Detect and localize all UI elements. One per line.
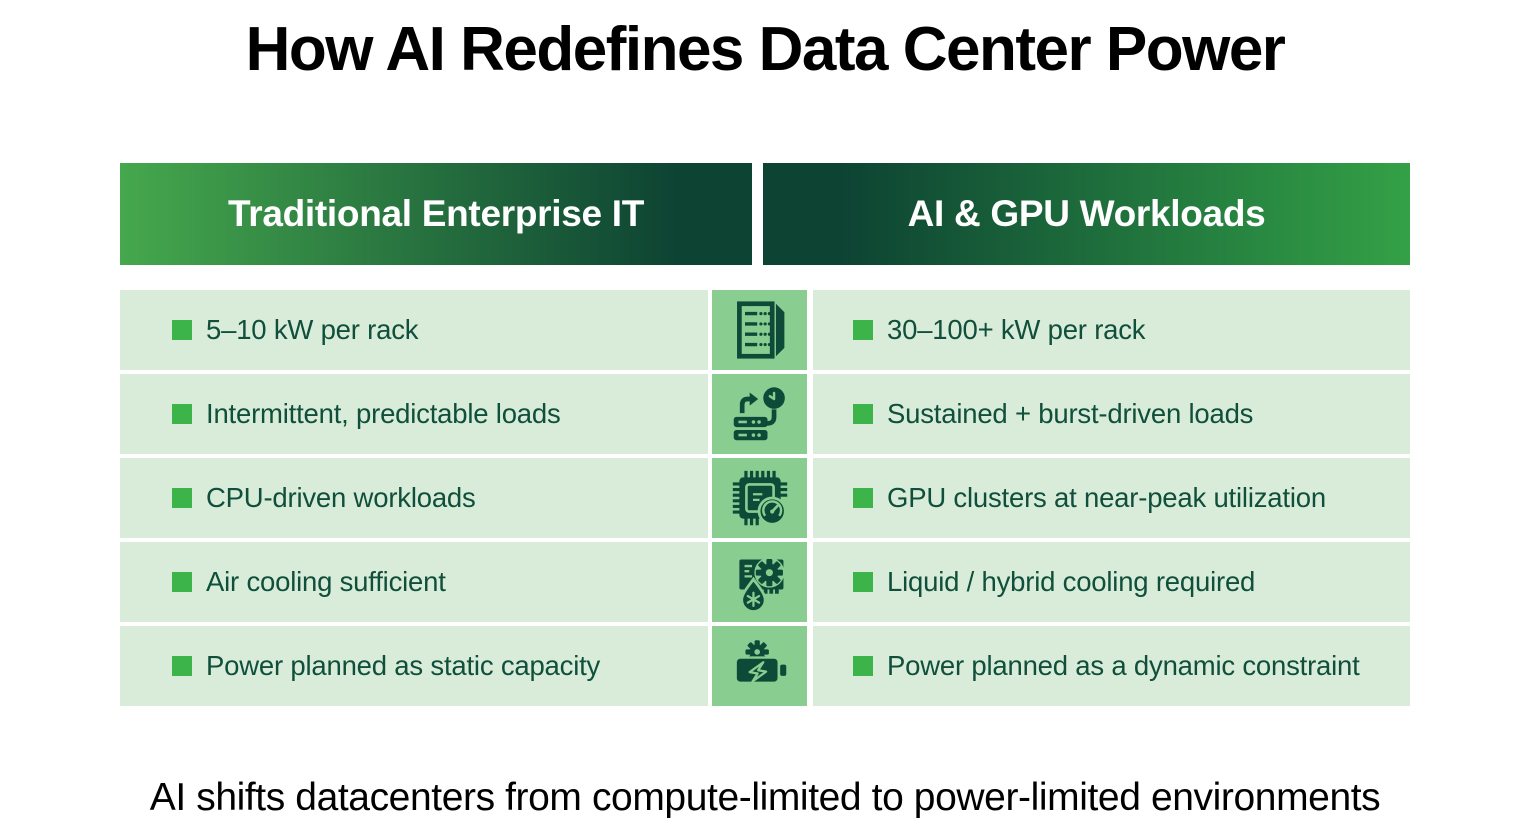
server-rack-icon — [736, 301, 784, 359]
table-row: 5–10 kW per rack 30–100+ kW per rack — [120, 290, 1410, 370]
row-label: Power planned as a dynamic constraint — [887, 650, 1360, 681]
row-icon-cell — [712, 290, 807, 370]
row-label: Air cooling sufficient — [206, 566, 446, 597]
row-right-cell: 30–100+ kW per rack — [813, 290, 1410, 370]
row-left-cell: Air cooling sufficient — [120, 542, 708, 622]
row-label: Power planned as static capacity — [206, 650, 601, 681]
page-title: How AI Redefines Data Center Power — [245, 15, 1286, 84]
bullet-square-icon — [853, 488, 873, 508]
row-right-cell: Liquid / hybrid cooling required — [813, 542, 1410, 622]
row-label: Liquid / hybrid cooling required — [887, 566, 1256, 597]
table-row: Air cooling sufficient — [120, 542, 1410, 622]
column-header-label: Traditional Enterprise IT — [227, 193, 645, 234]
row-icon-cell — [712, 542, 807, 622]
row-label: Sustained + burst-driven loads — [887, 398, 1254, 429]
footer-tagline: AI shifts datacenters from compute-limit… — [149, 776, 1381, 819]
row-label: GPU clusters at near-peak utilization — [887, 482, 1326, 513]
bullet-square-icon — [172, 404, 192, 424]
row-left-cell: Intermittent, predictable loads — [120, 374, 708, 454]
column-header-label: AI & GPU Workloads — [907, 193, 1266, 234]
row-label: CPU-driven workloads — [206, 482, 476, 513]
row-left-cell: 5–10 kW per rack — [120, 290, 708, 370]
row-right-cell: GPU clusters at near-peak utilization — [813, 458, 1410, 538]
row-label: 30–100+ kW per rack — [887, 314, 1146, 345]
table-row: Power planned as static capacity Power p… — [120, 626, 1410, 706]
server-clock-icon — [733, 387, 785, 441]
bullet-square-icon — [172, 320, 192, 340]
column-header-traditional-it: Traditional Enterprise IT — [120, 163, 752, 265]
bullet-square-icon — [853, 656, 873, 676]
table-row: Intermittent, predictable loads Sustaine… — [120, 374, 1410, 454]
bullet-square-icon — [853, 320, 873, 340]
row-right-cell: Sustained + burst-driven loads — [813, 374, 1410, 454]
cpu-gauge-icon — [732, 470, 787, 526]
bullet-square-icon — [853, 404, 873, 424]
row-left-cell: Power planned as static capacity — [120, 626, 708, 706]
row-label: Intermittent, predictable loads — [206, 398, 561, 429]
column-header-ai-gpu: AI & GPU Workloads — [763, 163, 1410, 265]
battery-power-icon — [733, 640, 786, 685]
bullet-square-icon — [172, 656, 192, 676]
bullet-square-icon — [172, 572, 192, 592]
gpu-cooling-icon — [738, 557, 784, 613]
row-icon-cell — [712, 374, 807, 454]
bullet-square-icon — [853, 572, 873, 592]
row-right-cell: Power planned as a dynamic constraint — [813, 626, 1410, 706]
bullet-square-icon — [172, 488, 192, 508]
row-label: 5–10 kW per rack — [206, 314, 419, 345]
row-left-cell: CPU-driven workloads — [120, 458, 708, 538]
row-icon-cell — [712, 626, 807, 706]
row-icon-cell — [712, 458, 807, 538]
table-row: CPU-driven workloads GPU clusters at nea… — [120, 458, 1410, 538]
